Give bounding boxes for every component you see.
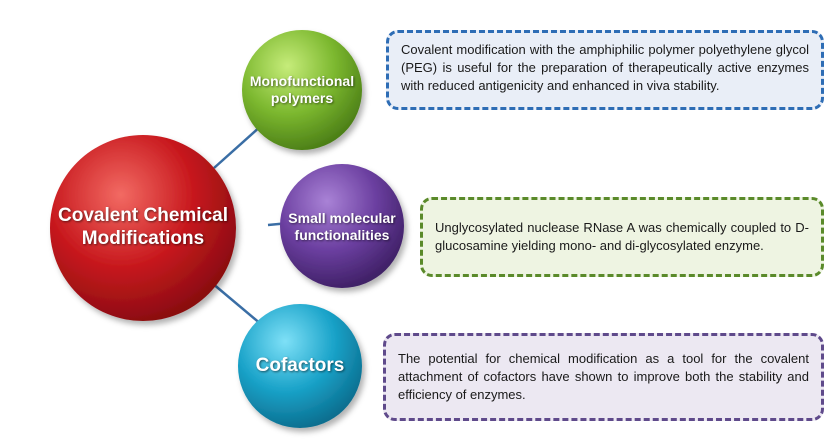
branch-node-monofunctional-circle: [242, 30, 362, 150]
branch-node-small-molecular-circle: [280, 164, 404, 288]
connector-line-cofactors: [211, 282, 263, 326]
branch-node-cofactors-circle: [238, 304, 362, 428]
center-label-line1: Covalent Chemical: [58, 205, 228, 227]
description-box-small-molecular: Unglycosylated nuclease RNase A was chem…: [420, 197, 824, 277]
branch-label-monofunctional-line2: polymers: [270, 90, 334, 106]
branch-label-monofunctional: Monofunctional polymers: [244, 67, 360, 113]
description-text-small-molecular: Unglycosylated nuclease RNase A was chem…: [435, 220, 809, 253]
center-label-line2: Modifications: [81, 228, 205, 249]
description-text-monofunctional: Covalent modification with the amphiphil…: [401, 42, 809, 93]
branch-label-cofactors-line1: Cofactors: [255, 354, 345, 376]
branch-label-small-molecular-line1: Small molecular: [288, 210, 396, 227]
branch-label-cofactors: Cofactors: [240, 350, 360, 382]
connector-line-monofunctional: [213, 124, 263, 169]
center-node-circle: [50, 135, 236, 321]
branch-label-small-molecular-line2: functionalities: [294, 227, 390, 243]
description-box-cofactors: The potential for chemical modification …: [383, 333, 824, 421]
branch-label-small-molecular: Small molecular functionalities: [282, 204, 402, 250]
description-box-monofunctional: Covalent modification with the amphiphil…: [386, 30, 824, 110]
branch-label-monofunctional-line1: Monofunctional: [249, 73, 355, 90]
center-node-label: Covalent Chemical Modifications: [55, 198, 231, 258]
description-text-cofactors: The potential for chemical modification …: [398, 351, 809, 402]
